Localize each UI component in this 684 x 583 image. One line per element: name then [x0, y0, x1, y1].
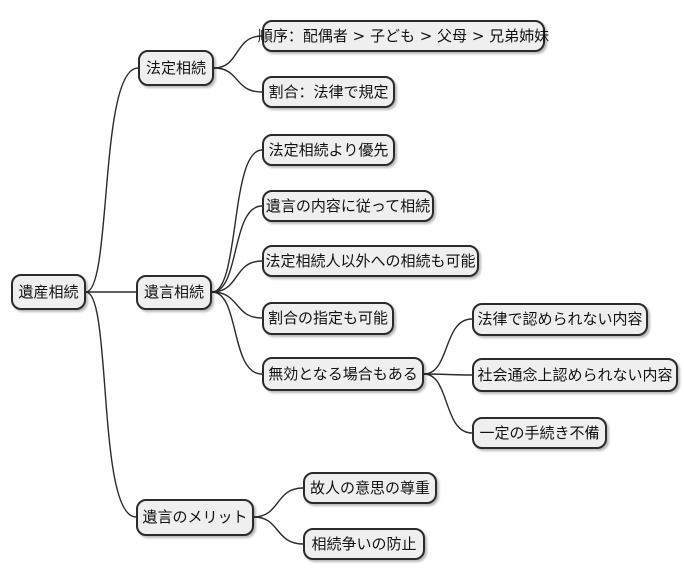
edge-will-to-ratio-specify [211, 291, 263, 319]
node-will-inheritance: 遺言相続 [136, 275, 212, 310]
node-root-estate-inheritance: 遺産相続 [11, 274, 86, 310]
node-will-merits: 遺言のメリット [136, 499, 254, 536]
edge-will-to-non-heir [211, 260, 263, 293]
node-prevent-inheritance-disputes: 相続争いの防止 [303, 528, 425, 560]
edge-legal-to-ratio-by-law [213, 67, 263, 93]
node-illegal-content: 法律で認められない内容 [472, 303, 648, 336]
edge-merits-to-respect-wishes [253, 487, 304, 518]
node-ratio-specification-possible: 割合の指定も可能 [262, 302, 394, 335]
node-can-be-invalid: 無効となる場合もある [262, 357, 424, 391]
node-inherit-per-will-content: 遺言の内容に従って相続 [262, 190, 434, 222]
node-priority-over-legal: 法定相続より優先 [262, 134, 395, 166]
edge-root-to-will-merits [85, 291, 137, 518]
edge-legal-to-order [213, 35, 263, 69]
edge-root-to-legal-inheritance [85, 67, 139, 293]
node-non-heir-inheritance-possible: 法定相続人以外への相続も可能 [262, 245, 479, 277]
edge-merits-to-prevent-disputes [253, 516, 304, 545]
node-ratio-by-law: 割合：法律で規定 [262, 76, 395, 108]
edge-will-to-can-be-invalid [211, 291, 263, 375]
edge-will-to-per-will-content [211, 205, 263, 293]
node-socially-unacceptable-content: 社会通念上認められない内容 [472, 358, 678, 392]
edge-invalid-to-procedural-defect [423, 373, 473, 434]
edge-will-to-priority [211, 149, 263, 293]
node-order-of-heirs: 順序：配偶者 > 子ども > 父母 > 兄弟姉妹 [258, 20, 549, 52]
edge-invalid-to-illegal-content [423, 318, 473, 375]
edge-invalid-to-socially-unacceptable [423, 373, 473, 376]
node-procedural-defect: 一定の手続き不備 [472, 417, 607, 449]
node-respect-deceased-wishes: 故人の意思の尊重 [303, 472, 437, 504]
node-legal-inheritance: 法定相続 [138, 50, 214, 86]
